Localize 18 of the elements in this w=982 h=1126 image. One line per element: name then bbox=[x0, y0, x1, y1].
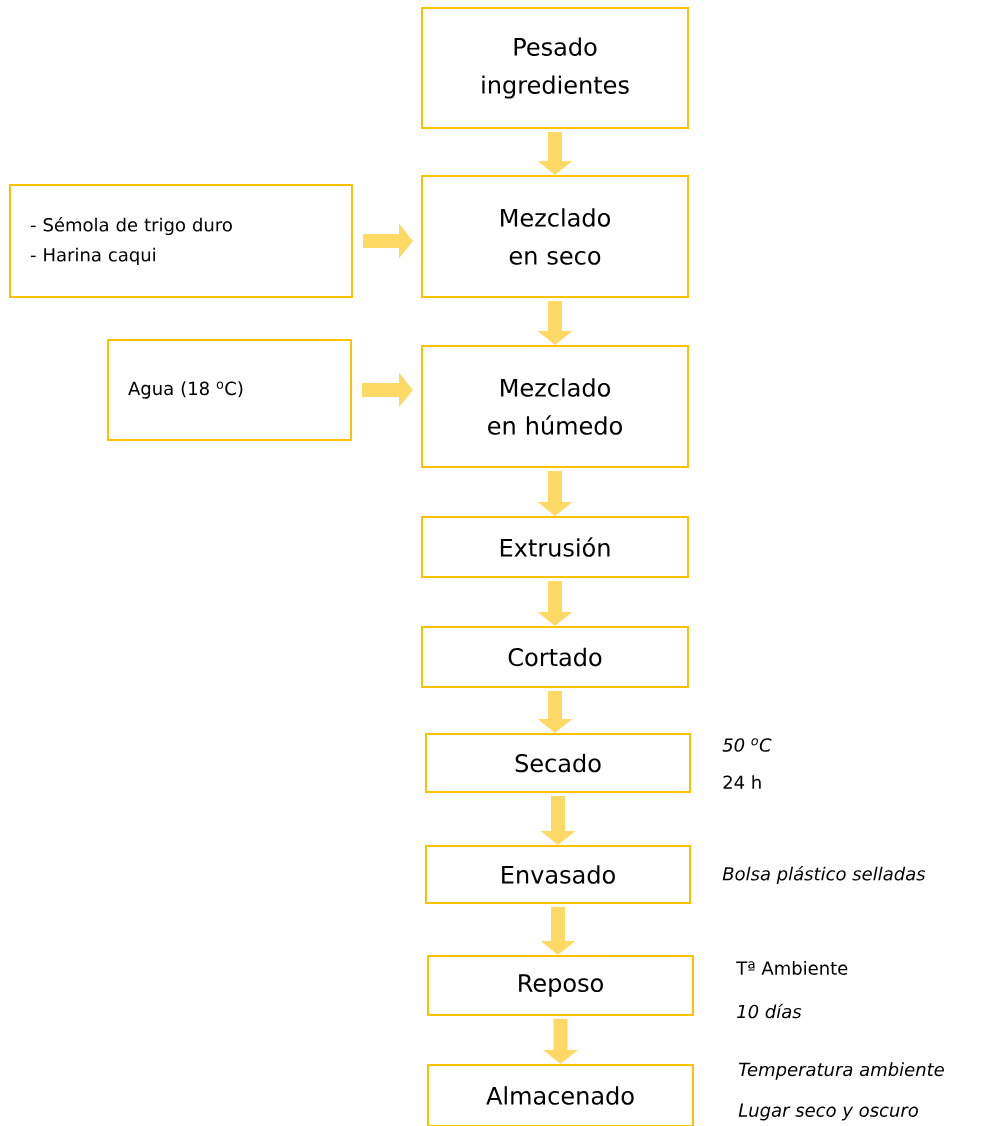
note-text: 50 $^{o}$C bbox=[722, 738, 772, 752]
process-box: Envasado bbox=[425, 845, 691, 904]
process-box: Extrusión bbox=[421, 516, 689, 578]
note-text: 24 h bbox=[723, 775, 761, 789]
process-box: Mezclado en húmedo bbox=[421, 345, 689, 468]
input-box: - Sémola de trigo duro - Harina caqui bbox=[9, 184, 353, 298]
process-box: Secado bbox=[425, 733, 691, 793]
note-text: 10 días bbox=[737, 1003, 802, 1019]
input-box: Agua (18 $^{o}$C) bbox=[107, 339, 352, 441]
note-text: Lugar seco y oscuro bbox=[738, 1103, 918, 1121]
note-text: Tª Ambiente bbox=[736, 961, 848, 975]
note-text: Bolsa plástico selladas bbox=[722, 865, 926, 885]
process-box: Cortado bbox=[421, 626, 689, 688]
process-box: Almacenado bbox=[427, 1064, 694, 1126]
process-box: Pesado ingredientes bbox=[421, 7, 689, 129]
process-box: Mezclado en seco bbox=[421, 175, 689, 298]
note-text: Temperatura ambiente bbox=[739, 1062, 944, 1080]
process-box: Reposo bbox=[427, 955, 694, 1016]
